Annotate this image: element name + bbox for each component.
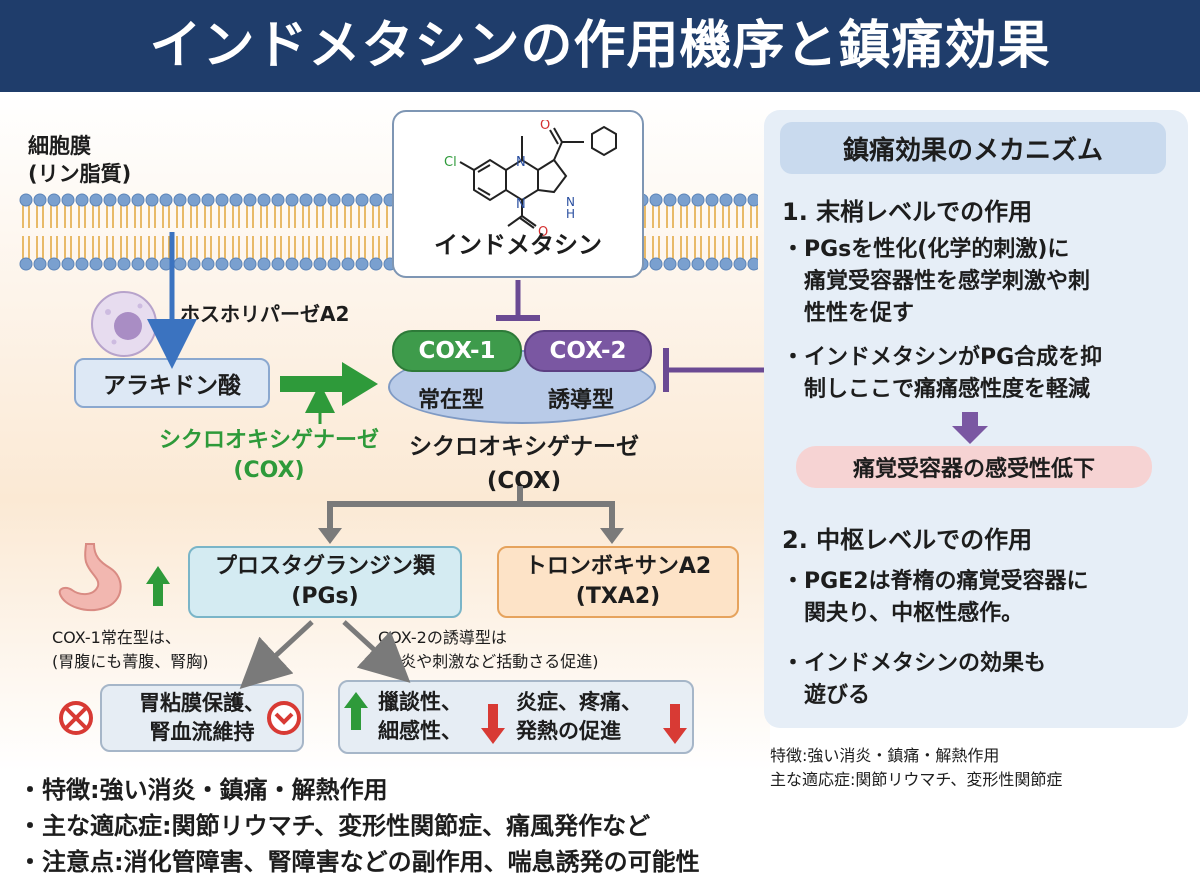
inf-b-line1: 炎症、疼痛、: [516, 690, 642, 714]
cox1-note-line2: (胃腹にも菁腹、腎胸): [52, 652, 209, 671]
s2-b2-line1: インドメタシンの効果も: [804, 651, 1047, 676]
small-note-line1: 特徴:強い消炎・鎮痛・解熱作用: [770, 746, 1000, 765]
page-title: インドメタシンの作用機序と鎮痛効果: [149, 16, 1051, 76]
molecule-structure-icon: Cl N N O O N H: [444, 120, 617, 238]
cox-green-line2: (COX): [233, 458, 305, 483]
mechanism-section1-heading: 1. 末梢レベルでの作用: [782, 198, 1033, 226]
s2-b1-line1: PGE2は脊楕の痛覚受容器に: [804, 569, 1089, 594]
bullet-mark: ・: [782, 651, 805, 676]
membrane-label-line2: (リン脂質): [28, 162, 132, 186]
immune-cell-icon: [91, 291, 157, 357]
mechanism-s2-bullet2: ・ インドメタシンの効果も 遊びる: [782, 648, 1178, 712]
cox2-type-label: 誘導型: [548, 388, 615, 413]
bottom-item-features: ・特徴:強い消炎・鎮痛・解熱作用: [18, 776, 388, 804]
cox-name-label: シクロオキシゲナーゼ (COX): [384, 430, 664, 498]
arachidonic-acid-box: アラキドン酸: [74, 358, 270, 408]
arachidonic-acid-label: アラキドン酸: [103, 373, 241, 399]
s1-b2-line2: 制しここで痛痛感性度を軽減: [804, 377, 1091, 402]
small-note-line2: 主な適応症:関節リウマチ、変形性関節症: [770, 770, 1063, 789]
gastric-protection-box: 胃粘膜保護、 腎血流維持: [100, 684, 304, 752]
gastric-line1: 胃粘膜保護、: [139, 691, 265, 715]
pg-line2: (PGs): [291, 584, 359, 609]
cox-enzyme-label-green: シクロオキシゲナーゼ (COX): [134, 426, 404, 486]
s2-b1-line2: 関夬り、中枢性感作。: [804, 601, 1024, 626]
drug-name: インドメタシン: [434, 231, 602, 259]
mechanism-title: 鎮痛効果のメカニズム: [780, 122, 1166, 174]
tx-line2: (TXA2): [575, 584, 661, 609]
inflammation-effects-box: 擸談性、 細感性、 炎症、疼痛、 発熱の促進: [338, 680, 694, 754]
phospholipase-label: ホスホリパーゼA2: [180, 302, 350, 326]
cox1-note: COX-1常在型は、 (胃腹にも菁腹、腎胸): [52, 626, 209, 674]
cox2-pill: COX-2: [524, 330, 652, 372]
s1-b1-line3: 性性を促す: [804, 301, 915, 326]
molecule-atom-n2: N: [516, 197, 526, 212]
bottom-item-indications: ・主な適応症:関節リウマチ、変形性関節症、痛風発作など: [18, 812, 651, 840]
result-pill: 痛覚受容器の感受性低下: [796, 446, 1152, 488]
molecule-atom-nh: N: [566, 195, 575, 209]
molecule-atom-cl: Cl: [444, 155, 457, 170]
cox-name-line1: シクロオキシゲナーゼ: [409, 434, 639, 460]
tx-line1: トロンボキサンA2: [524, 554, 712, 579]
thromboxane-box: トロンボキサンA2 (TXA2): [497, 546, 739, 618]
s1-b1-line2: 痛覚受容器性を感学刺激や刺: [804, 269, 1091, 294]
bullet-mark: ・: [782, 569, 805, 594]
stomach-icon: [58, 543, 122, 612]
cox2-note-line1: COX-2の誘導型は: [378, 628, 507, 647]
membrane-label: 細胞膜 (リン脂質): [28, 132, 131, 188]
indomethacin-structure-box: Cl N N O O N H インドメタシン: [392, 110, 644, 278]
mechanism-s1-bullet2: ・ インドメタシンがPG合成を抑 制しここで痛痛感性度を軽減: [782, 342, 1178, 406]
bullet-mark: ・: [782, 237, 805, 262]
mechanism-s2-bullet1: ・ PGE2は脊楕の痛覚受容器に 関夬り、中枢性感作。: [782, 566, 1178, 630]
mechanism-s1-bullet1: ・ PGsを性化(化学的刺激)に 痛覚受容器性を感学刺激や刺 性性を促す: [782, 234, 1178, 330]
inflammation-col-a: 擸談性、 細感性、: [378, 688, 462, 746]
gastric-line2: 腎血流維持: [149, 720, 255, 744]
cox-green-line1: シクロオキシゲナーゼ: [158, 428, 379, 453]
cox1-pill: COX-1: [392, 330, 522, 372]
mechanism-section2-heading: 2. 中枢レベルでの作用: [782, 526, 1033, 554]
prostaglandins-box: プロスタグランジン類 (PGs): [188, 546, 462, 618]
cox2-note-line2: (炎炎や刺激など括動さる促進): [378, 652, 599, 671]
inf-a-line1: 擸談性、: [378, 690, 462, 714]
inflammation-col-b: 炎症、疼痛、 発熱の促進: [516, 688, 642, 746]
molecule-atom-n1: N: [516, 155, 526, 170]
inf-b-line2: 発熱の促進: [516, 719, 621, 743]
bottom-summary-list: ・特徴:強い消炎・鎮痛・解熱作用 ・主な適応症:関節リウマチ、変形性関節症、痛風…: [18, 772, 700, 880]
s1-b2-line1: インドメタシンがPG合成を抑: [804, 345, 1103, 370]
membrane-label-line1: 細胞膜: [28, 134, 91, 158]
cox2-note: COX-2の誘導型は (炎炎や刺激など括動さる促進): [378, 626, 599, 674]
cox1-type-label: 常在型: [418, 388, 485, 413]
cox2-label: COX-2: [549, 338, 627, 364]
s2-b2-line2: 遊びる: [804, 683, 871, 708]
lipid-bilayer: [19, 193, 758, 271]
cox1-note-line1: COX-1常在型は、: [52, 628, 181, 647]
inf-a-line2: 細感性、: [378, 719, 462, 743]
molecule-atom-h: H: [566, 207, 575, 221]
cox1-label: COX-1: [418, 338, 496, 364]
summary-small-note: 特徴:強い消炎・鎮痛・解熱作用 主な適応症:関節リウマチ、変形性関節症: [770, 744, 1062, 792]
bullet-mark: ・: [782, 345, 805, 370]
molecule-atom-o1: O: [540, 120, 550, 133]
cox-name-line2: (COX): [486, 468, 562, 494]
s1-b1-line1: PGsを性化(化学的刺激)に: [804, 237, 1070, 262]
pg-line1: プロスタグランジン類: [214, 554, 435, 579]
header-bar: インドメタシンの作用機序と鎮痛効果: [0, 0, 1200, 92]
bottom-item-cautions: ・注意点:消化管障害、腎障害などの副作用、喘息誘発の可能性: [18, 848, 700, 876]
molecule-atom-o2: O: [538, 225, 548, 238]
